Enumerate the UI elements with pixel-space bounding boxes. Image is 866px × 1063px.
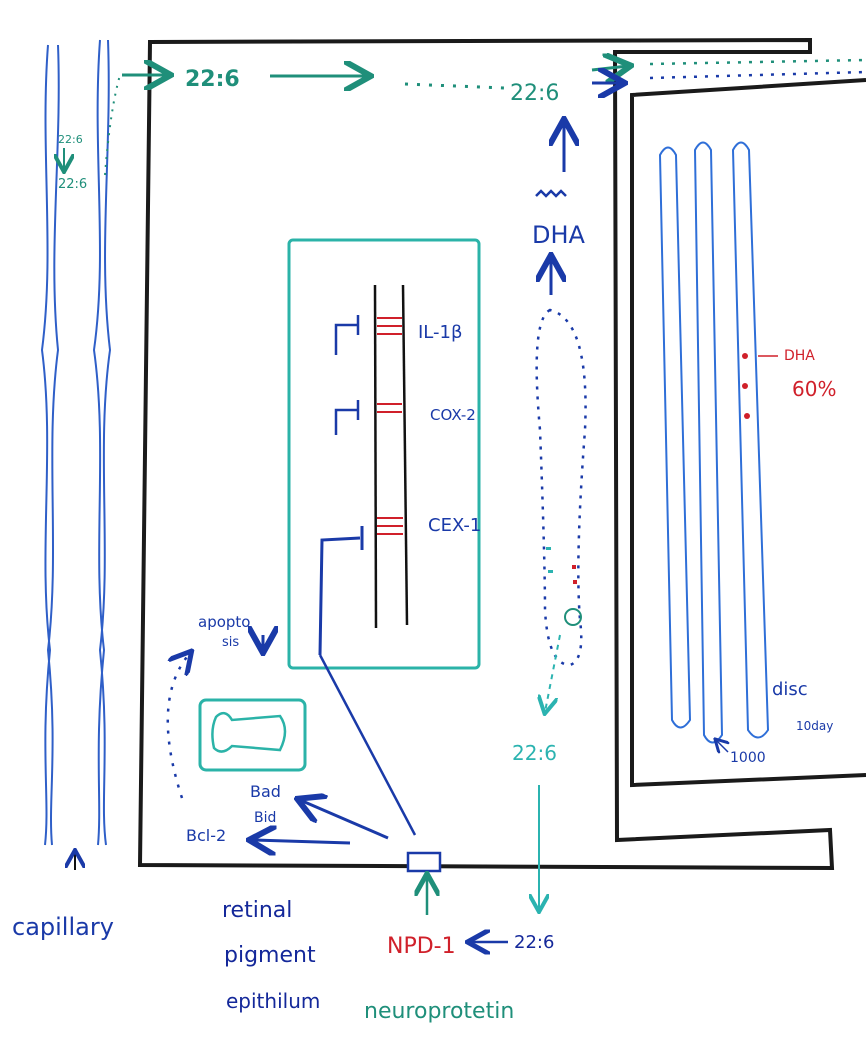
arrow-icon — [300, 800, 389, 840]
dha-dot — [742, 353, 748, 359]
disc-renewal: 10day — [796, 719, 833, 733]
dotted-path — [404, 82, 506, 90]
dotted-path — [104, 74, 121, 176]
rpe-label-line1: retinal — [222, 898, 292, 923]
inhibition-icon — [334, 315, 360, 355]
dha-dot — [744, 413, 750, 419]
gene-cex1: CEX-1 — [428, 515, 481, 536]
rpe-label-line3: epithilum — [226, 989, 320, 1013]
arrow-right-icon — [591, 66, 628, 70]
dha-percent: 60% — [792, 377, 836, 401]
photoreceptor-dha-label: DHA — [784, 348, 815, 364]
gene-il1b: IL-1β — [418, 322, 462, 343]
bad-label: Bad — [250, 782, 281, 801]
gene-cox2: COX-2 — [430, 406, 476, 424]
rpe-cell-membrane — [137, 37, 835, 871]
fatty-acid-chain-icon — [535, 189, 567, 198]
nucleus — [287, 238, 481, 670]
inhibition-icon — [334, 400, 360, 435]
dha-dot — [742, 383, 748, 389]
inhibition-icon — [318, 526, 364, 656]
receptor — [406, 851, 442, 873]
photoreceptor-discs — [658, 141, 770, 744]
capillary-label: capillary — [12, 913, 114, 941]
signal-line — [318, 654, 417, 836]
mitochondrion-inner — [211, 711, 287, 753]
phagosome-vesicle — [564, 608, 582, 626]
bcl2-label: Bcl-2 — [186, 826, 226, 845]
dotted-arrow — [166, 653, 190, 799]
fatty-acid-entry: 22:6 — [185, 67, 240, 92]
fatty-acid-end: 22:6 — [510, 81, 559, 106]
neuroprotectin-label: neuroprotetin — [364, 999, 514, 1024]
photoreceptor-membrane — [630, 78, 866, 788]
dotted-path — [649, 58, 866, 66]
dha-label: DHA — [532, 221, 586, 249]
arrow-icon — [716, 740, 728, 752]
dotted-path — [649, 70, 866, 80]
dotted-arrow — [545, 634, 561, 712]
npd-source-fatty-acid: 22:6 — [514, 932, 554, 953]
gene-marks — [377, 317, 403, 535]
disc-label: disc — [772, 679, 808, 700]
phagocytosis-fatty-acid: 22:6 — [512, 741, 557, 765]
dna-strand — [401, 284, 409, 626]
arrow-left-icon — [252, 840, 351, 843]
apoptosis-label-line2: sis — [222, 635, 239, 650]
mitochondrion — [198, 698, 307, 772]
dna-strand — [373, 284, 378, 629]
npd1-label: NPD-1 — [387, 934, 456, 959]
rpe-label-line2: pigment — [224, 943, 316, 968]
bid-label: Bid — [254, 810, 276, 826]
capillary — [40, 39, 112, 846]
capillary-fatty-acid-top: 22:6 — [58, 133, 83, 146]
capillary-fatty-acid-bottom: 22:6 — [58, 177, 87, 192]
apoptosis-label-line1: apopto — [198, 613, 250, 631]
disc-count: 1000 — [730, 750, 766, 766]
